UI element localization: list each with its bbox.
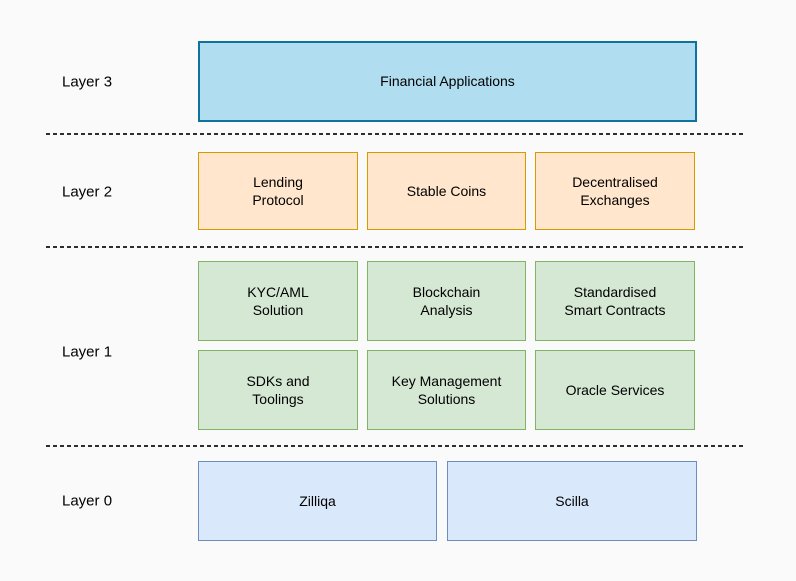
layer-divider [46, 246, 746, 248]
box-blockchain-analysis: Blockchain Analysis [367, 261, 526, 341]
layer-0-label: Layer 0 [62, 492, 113, 510]
layer-3-label: Layer 3 [62, 73, 113, 91]
layer-1-label: Layer 1 [62, 343, 113, 361]
layer-divider [46, 445, 746, 447]
box-stable-coins: Stable Coins [367, 152, 526, 230]
layer-divider [46, 133, 746, 135]
box-zilliqa: Zilliqa [198, 461, 437, 541]
box-sdks-and-toolings: SDKs and Toolings [198, 350, 358, 430]
box-kyc-aml-solution: KYC/AML Solution [198, 261, 358, 341]
box-decentralised-exchanges: Decentralised Exchanges [535, 152, 695, 230]
box-oracle-services: Oracle Services [535, 350, 695, 430]
box-financial-applications: Financial Applications [198, 41, 697, 122]
box-key-management-solutions: Key Management Solutions [367, 350, 526, 430]
box-standardised-smart-contracts: Standardised Smart Contracts [535, 261, 695, 341]
box-scilla: Scilla [447, 461, 697, 541]
layer-2-label: Layer 2 [62, 183, 113, 201]
box-lending-protocol: Lending Protocol [198, 152, 358, 230]
